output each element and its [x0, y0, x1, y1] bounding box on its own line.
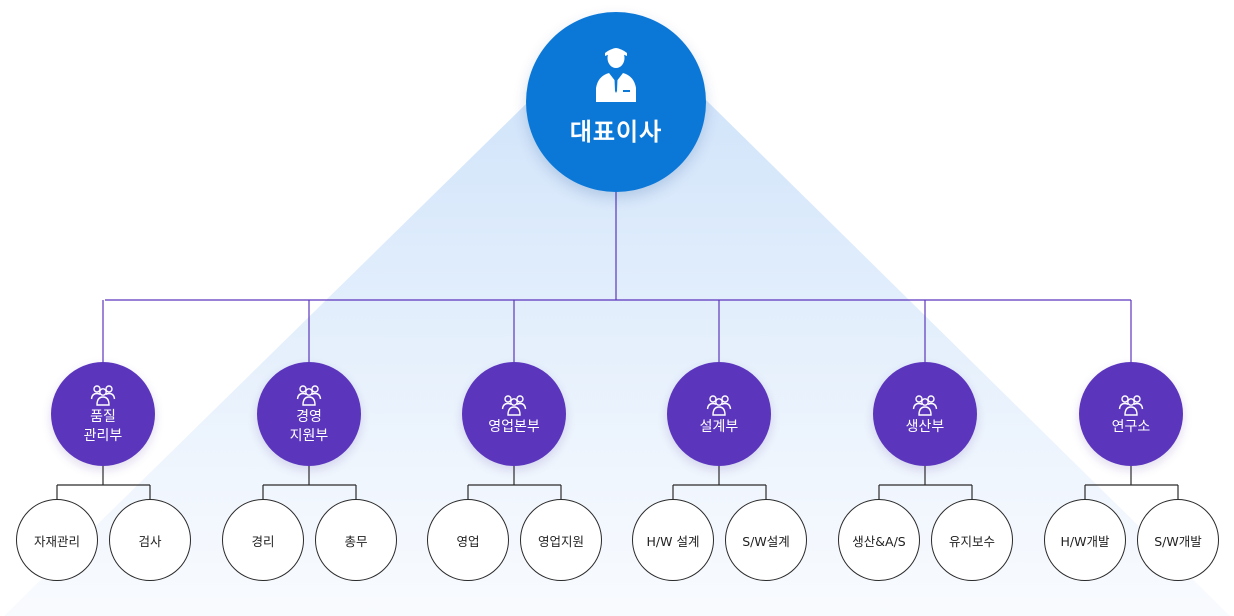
- department-label: 품질 관리부: [83, 409, 123, 444]
- ceo-title: 대표이사: [569, 118, 663, 146]
- team-icon: [296, 385, 322, 406]
- department-node[interactable]: 경영 지원부: [257, 362, 361, 466]
- department-node[interactable]: 품질 관리부: [51, 362, 155, 466]
- connector-lines: [102, 190, 1132, 362]
- team-node[interactable]: 영업: [427, 499, 509, 581]
- department-label: 영업본부: [488, 418, 540, 435]
- team-node[interactable]: 경리: [222, 499, 304, 581]
- department-node[interactable]: 연구소: [1079, 362, 1183, 466]
- team-connector-lines: [56, 466, 1179, 499]
- team-icon: [912, 394, 938, 416]
- department-label: 설계부: [699, 418, 739, 435]
- ceo-node[interactable]: 대표이사: [526, 12, 706, 192]
- team-node[interactable]: S/W설계: [725, 499, 807, 581]
- team-icon: [90, 385, 116, 406]
- team-node[interactable]: H/W개발: [1044, 499, 1126, 581]
- team-node[interactable]: 영업지원: [520, 499, 602, 581]
- department-label: 경영 지원부: [289, 409, 329, 444]
- department-node[interactable]: 생산부: [873, 362, 977, 466]
- department-node[interactable]: 영업본부: [462, 362, 566, 466]
- spotlight-background: [4, 100, 1230, 616]
- executive-icon: [596, 48, 636, 102]
- team-node[interactable]: 검사: [109, 499, 191, 581]
- team-node[interactable]: 자재관리: [16, 499, 98, 581]
- department-label: 생산부: [905, 418, 945, 435]
- team-node[interactable]: 총무: [315, 499, 397, 581]
- team-icon: [501, 394, 527, 416]
- team-node[interactable]: H/W 설계: [632, 499, 714, 581]
- department-label: 연구소: [1111, 418, 1151, 435]
- department-node[interactable]: 설계부: [667, 362, 771, 466]
- team-icon: [706, 394, 732, 416]
- team-node[interactable]: 유지보수: [931, 499, 1013, 581]
- team-icon: [1118, 394, 1144, 416]
- team-node[interactable]: 생산&A/S: [838, 499, 920, 581]
- team-node[interactable]: S/W개발: [1137, 499, 1219, 581]
